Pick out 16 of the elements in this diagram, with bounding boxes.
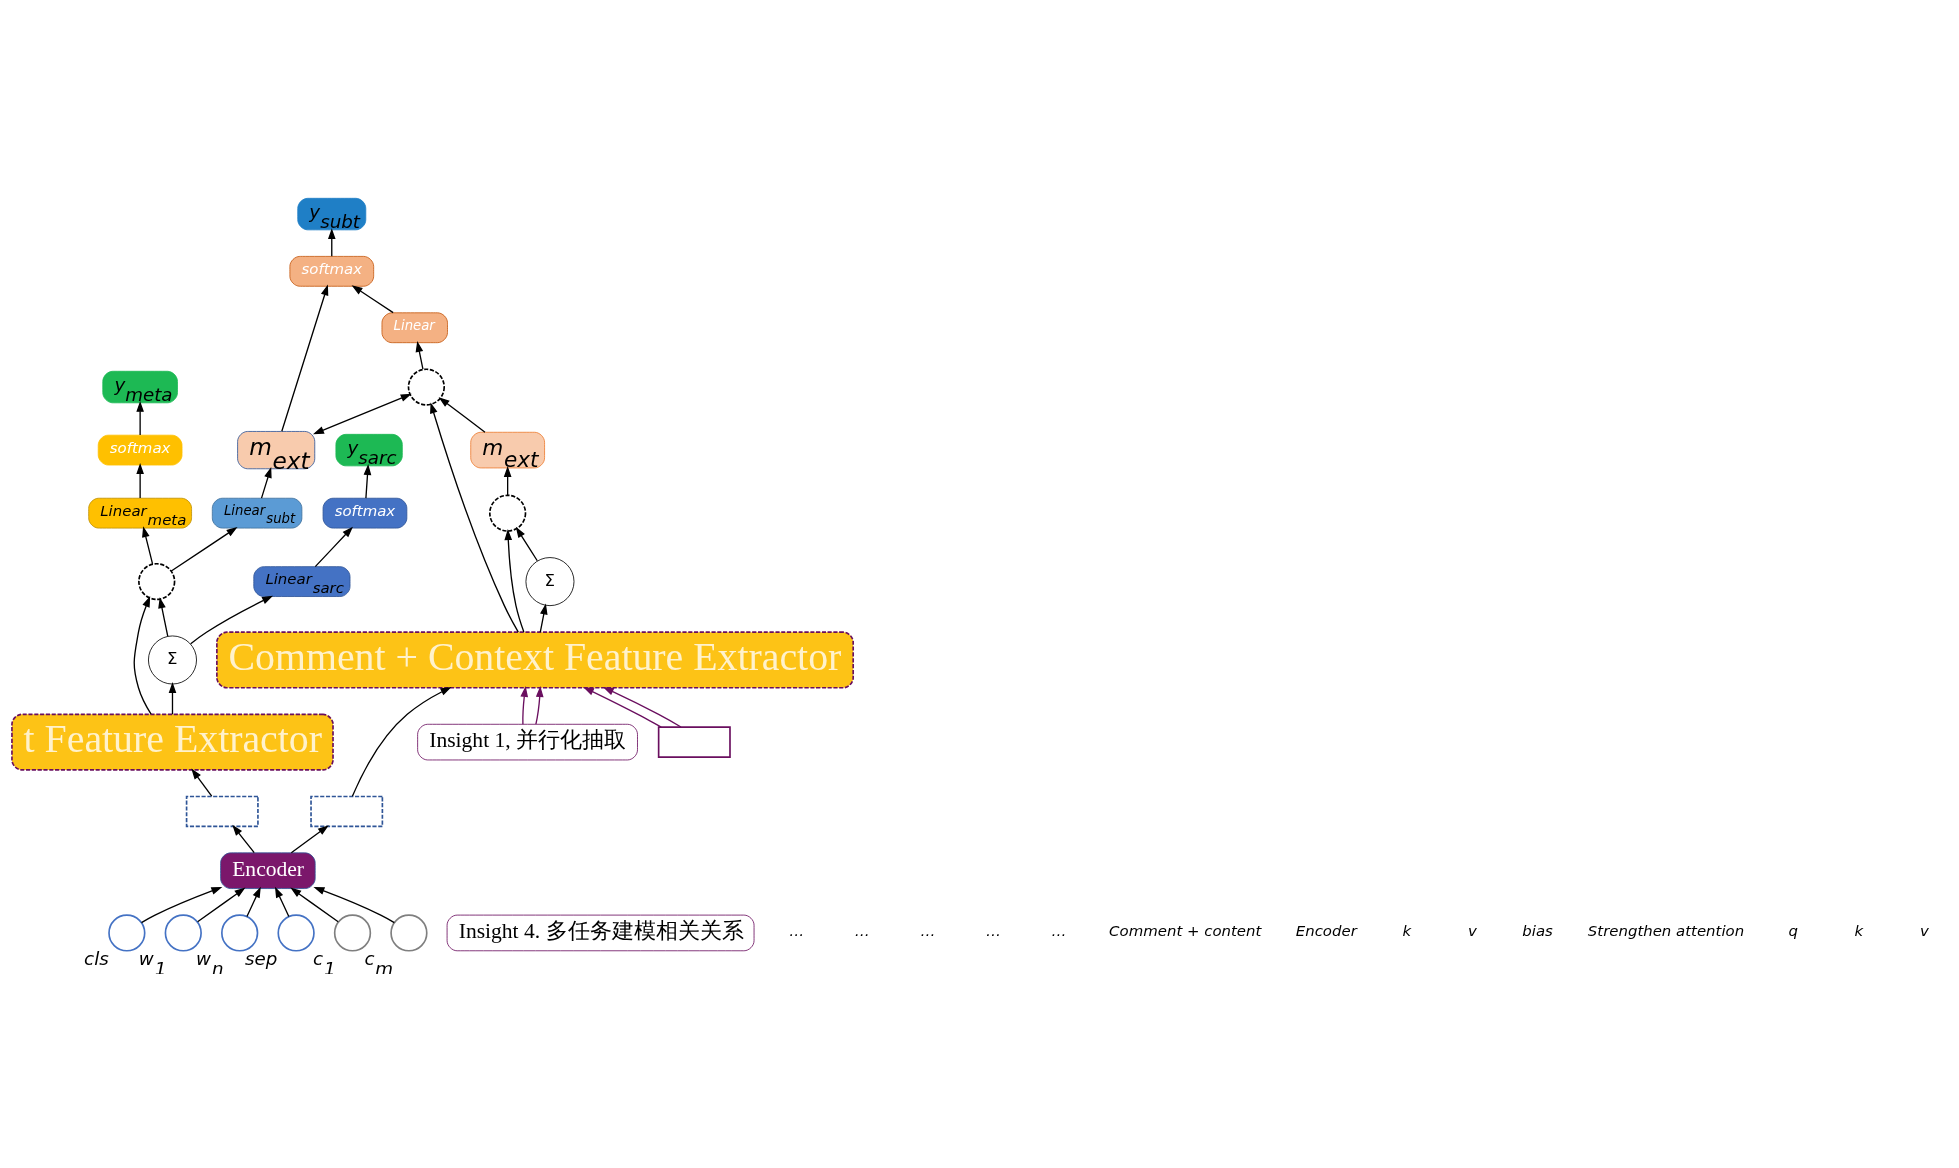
label: Strengthen attention	[1587, 921, 1745, 940]
label: v	[1920, 921, 1929, 940]
label: …	[920, 921, 936, 940]
label: …	[985, 921, 1001, 940]
node-label: cls	[84, 947, 109, 969]
label: q	[1788, 921, 1799, 940]
label: v	[1467, 921, 1477, 940]
label: …	[1051, 921, 1067, 940]
label: …	[854, 921, 870, 940]
label: k	[1402, 921, 1412, 940]
label: Encoder	[1295, 921, 1357, 940]
label: bias	[1522, 921, 1553, 940]
label: Comment + content	[1109, 921, 1262, 940]
label: …	[789, 921, 805, 940]
node-label: sep	[245, 947, 278, 969]
label: k	[1854, 921, 1864, 940]
